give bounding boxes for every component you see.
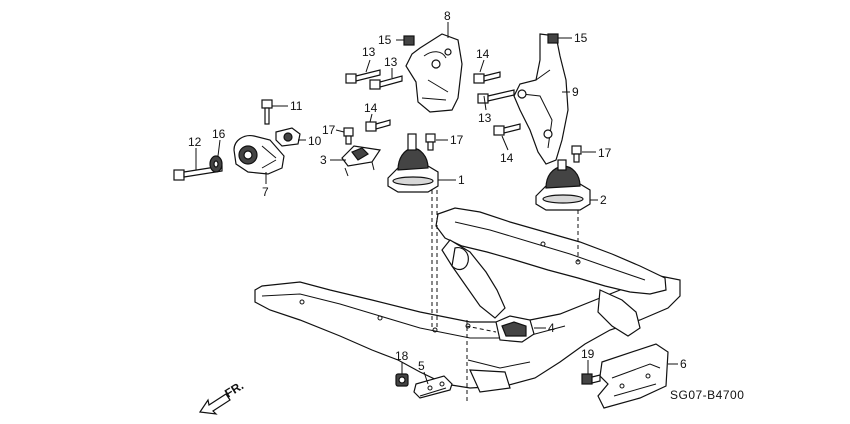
bolt-14-right-upper — [473, 71, 501, 84]
callout-13-right: 13 — [478, 111, 492, 125]
callout-17-left: 17 — [322, 123, 336, 137]
callout-19: 19 — [581, 347, 595, 361]
callout-leaders — [195, 22, 678, 385]
callout-15-right: 15 — [574, 31, 588, 45]
callout-13-top: 13 — [362, 45, 376, 59]
callout-16: 16 — [212, 127, 226, 141]
nut-15-left — [403, 35, 415, 46]
callout-14-right-lower: 14 — [500, 151, 514, 165]
callout-14-right-top: 14 — [476, 47, 490, 61]
plate-3 — [341, 145, 382, 177]
bracket-9 — [513, 33, 569, 165]
front-arrow-icon — [198, 393, 231, 415]
bolt-13-right — [477, 89, 515, 104]
callout-15-left: 15 — [378, 33, 392, 47]
callout-5: 5 — [418, 359, 425, 373]
diagram-code: SG07-B4700 — [670, 388, 744, 402]
callout-6: 6 — [680, 357, 687, 371]
callout-1: 1 — [458, 173, 465, 187]
callout-17-right: 17 — [598, 146, 612, 160]
callout-9: 9 — [572, 85, 579, 99]
stopper-4 — [495, 315, 535, 343]
bolt-14-right-lower — [493, 123, 521, 136]
engine-mount-2 — [535, 159, 591, 211]
nut-15-right — [547, 33, 559, 44]
nut-18 — [395, 373, 409, 387]
washer-16 — [209, 155, 223, 173]
callout-4: 4 — [548, 321, 555, 335]
engine-mount-1 — [387, 133, 439, 193]
callout-14-left: 14 — [364, 101, 378, 115]
callout-8: 8 — [444, 9, 451, 23]
callout-3: 3 — [320, 153, 327, 167]
bolt-11 — [261, 99, 273, 125]
callout-11: 11 — [290, 99, 303, 113]
assembly-leaders — [431, 190, 579, 404]
bolts — [173, 33, 601, 387]
bolt-17-left — [343, 127, 354, 145]
callout-2: 2 — [600, 193, 607, 207]
callout-10: 10 — [308, 134, 322, 148]
callout-labels: 1 2 3 4 5 6 7 8 9 10 11 12 13 13 13 14 1… — [188, 9, 687, 373]
callout-7: 7 — [262, 185, 269, 199]
bolt-14-left — [365, 119, 391, 132]
front-direction-indicator: FR. — [198, 378, 246, 415]
callout-18: 18 — [395, 349, 409, 363]
bolt-17-right — [571, 145, 582, 163]
bracket-6 — [597, 343, 669, 409]
callout-12: 12 — [188, 135, 202, 149]
bolt-13-mid — [369, 75, 403, 90]
bolt-17-mid — [425, 133, 436, 151]
bolt-13-upper — [345, 69, 381, 84]
bolt-19 — [581, 373, 601, 385]
callout-17-mid: 17 — [450, 133, 464, 147]
block-10 — [275, 127, 301, 147]
upper-bracket-8 — [405, 33, 463, 113]
side-mount-7 — [233, 135, 285, 175]
bracket-5 — [413, 375, 453, 399]
callout-13-mid: 13 — [384, 55, 398, 69]
